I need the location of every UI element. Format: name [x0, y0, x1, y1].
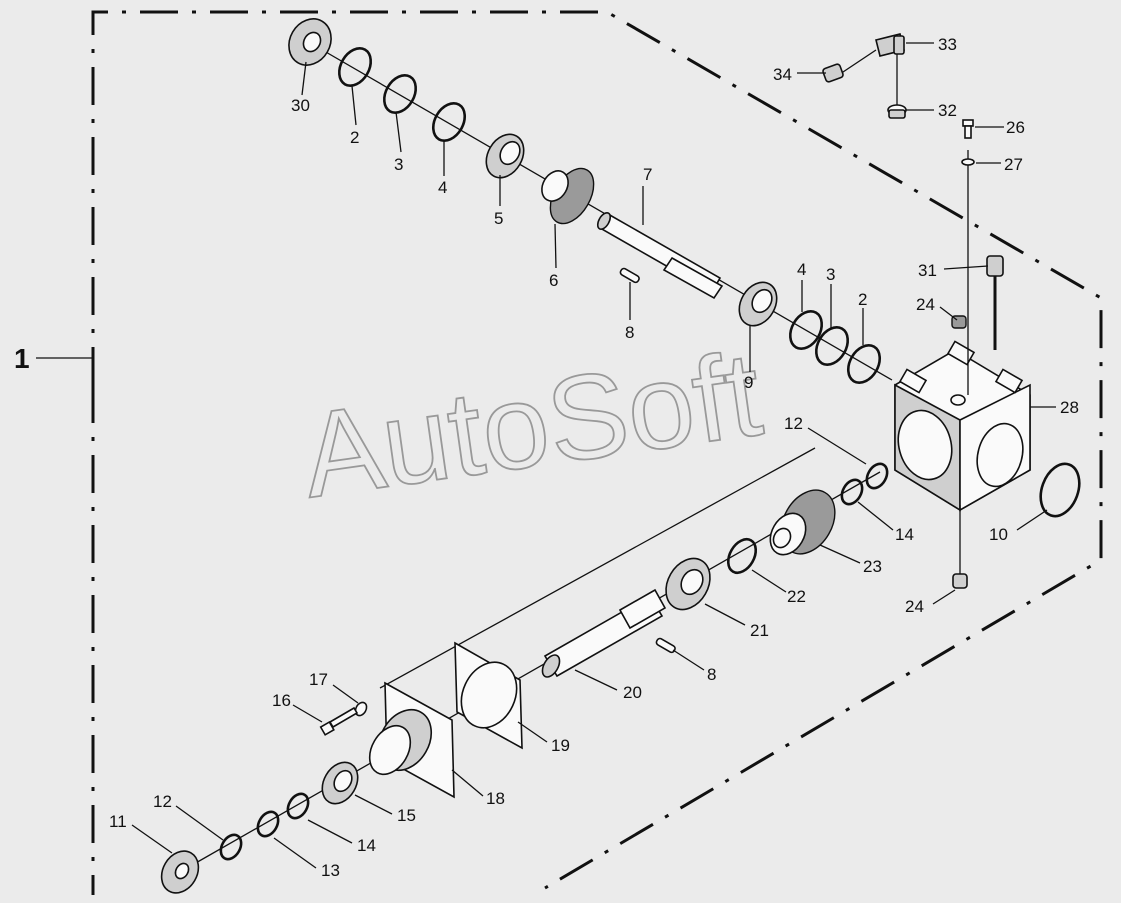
part-20-output-shaft: [541, 588, 667, 678]
callout-12-upper: 12: [784, 414, 803, 433]
callout-33: 33: [938, 35, 957, 54]
callout-9: 9: [744, 373, 753, 392]
callout-8-lower: 8: [707, 665, 716, 684]
callout-20: 20: [623, 683, 642, 702]
callout-3-right: 3: [826, 265, 835, 284]
part-30-seal-cap: [288, 18, 332, 66]
part-27-washer: [961, 158, 975, 166]
callout-6: 6: [549, 271, 558, 290]
callout-3-upper: 3: [394, 155, 403, 174]
callout-21: 21: [750, 621, 769, 640]
callout-5: 5: [494, 209, 503, 228]
fitting-axis: [839, 49, 877, 75]
part-4-shim-right: [788, 310, 824, 350]
part-13-ring: [256, 810, 280, 838]
part-14-ring-lower: [286, 792, 310, 820]
part-34-plug: [822, 63, 844, 83]
leader-lines: [131, 42, 1056, 869]
part-2-snap-ring: [337, 47, 373, 87]
callout-14-upper: 14: [895, 525, 914, 544]
part-12-ring-lower: [219, 833, 243, 861]
part-22-ring: [726, 537, 758, 575]
part-24-plug-bottom: [952, 573, 968, 589]
callout-34: 34: [773, 65, 792, 84]
assembly-label: 1: [14, 343, 30, 374]
callout-12-lower: 12: [153, 792, 172, 811]
part-2-snap-ring-right: [846, 344, 882, 384]
flange-axis: [379, 447, 816, 689]
lower-shaft-axis: [179, 471, 881, 873]
assembly-boundary: [91, 10, 1103, 890]
upper-shaft-axis: [311, 43, 893, 381]
watermark: AutoSoft: [294, 327, 768, 524]
part-8-key-upper: [619, 267, 640, 284]
part-6-bevel-gear: [541, 167, 595, 225]
part-5-bearing: [485, 133, 525, 179]
part-16-bolt: [319, 706, 359, 736]
part-33-elbow-fitting: [875, 33, 905, 57]
part-18-flange-housing: [368, 681, 455, 799]
callout-15: 15: [397, 806, 416, 825]
part-8-key-lower: [655, 637, 676, 654]
callout-32: 32: [938, 101, 957, 120]
callout-labels: 30 2 3 4 5 6 7 8 9 4 3 2 33 34 32 26 27 …: [109, 35, 1079, 880]
part-11-seal-cap: [160, 850, 200, 894]
callout-18: 18: [486, 789, 505, 808]
part-28-gearbox-housing: [894, 340, 1031, 512]
callout-24-lower: 24: [905, 597, 924, 616]
callout-24-upper: 24: [916, 295, 935, 314]
part-3-shim: [382, 74, 418, 114]
callout-4-upper: 4: [438, 178, 447, 197]
callout-22: 22: [787, 587, 806, 606]
part-26-screw: [962, 119, 974, 139]
callout-7: 7: [643, 165, 652, 184]
part-12-ring-upper: [865, 462, 889, 490]
part-21-bearing: [665, 557, 711, 611]
callout-23: 23: [863, 557, 882, 576]
part-9-bearing: [738, 281, 778, 327]
callout-17: 17: [309, 670, 328, 689]
callout-10: 10: [989, 525, 1008, 544]
part-19-gasket: [454, 641, 523, 750]
callout-28: 28: [1060, 398, 1079, 417]
part-15-bearing: [321, 761, 359, 805]
part-32-fitting: [887, 104, 907, 119]
part-4-shim: [431, 102, 467, 142]
callout-31: 31: [918, 261, 937, 280]
callout-2-upper: 2: [350, 128, 359, 147]
callout-27: 27: [1004, 155, 1023, 174]
callout-16: 16: [272, 691, 291, 710]
callout-19: 19: [551, 736, 570, 755]
callout-8-upper: 8: [625, 323, 634, 342]
part-17-washer: [354, 701, 368, 717]
part-23-bevel-gear: [769, 489, 836, 556]
part-10-ring: [1039, 462, 1081, 518]
part-31-dipstick: [986, 255, 1004, 350]
callout-4-right: 4: [797, 260, 806, 279]
callout-11: 11: [109, 812, 127, 831]
part-3-shim-right: [814, 326, 850, 366]
part-7-input-shaft: [596, 212, 724, 300]
callout-2-right: 2: [858, 290, 867, 309]
part-14-ring-upper: [840, 478, 864, 506]
callout-13: 13: [321, 861, 340, 880]
callout-26: 26: [1006, 118, 1025, 137]
callout-30: 30: [291, 96, 310, 115]
callout-14-lower: 14: [357, 836, 376, 855]
